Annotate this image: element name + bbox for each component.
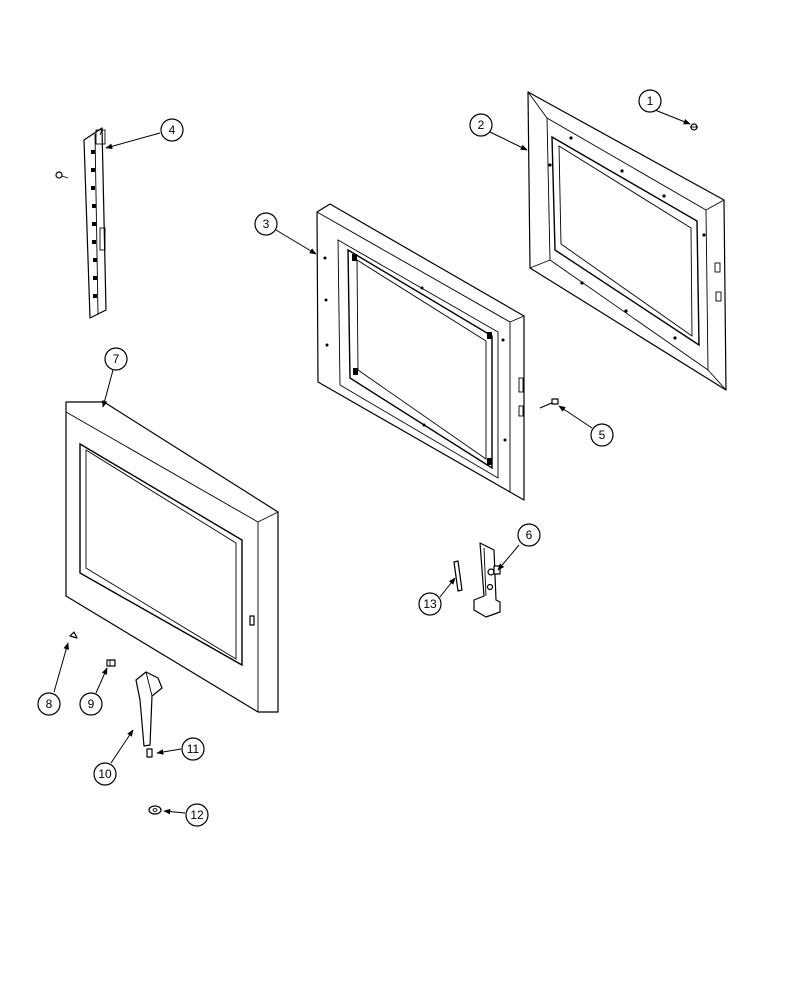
- part-13-spring: [453, 560, 463, 592]
- callout-7-label: 7: [113, 352, 120, 366]
- part-1-screw: [690, 123, 698, 131]
- callout-10-label: 10: [98, 767, 112, 781]
- part-12-washer: [148, 805, 162, 815]
- callout-7: 7: [104, 347, 128, 371]
- leader-6: [497, 544, 520, 571]
- callout-5-label: 5: [599, 428, 606, 442]
- callout-9-label: 9: [88, 697, 95, 711]
- callout-1-label: 1: [647, 94, 654, 108]
- part-6-latch-assembly: [473, 542, 501, 618]
- callout-1: 1: [638, 89, 662, 113]
- leader-lines: [53, 109, 691, 815]
- leader-7: [101, 369, 114, 408]
- leader-12: [163, 808, 186, 815]
- part-9-screw: [106, 659, 116, 667]
- callout-4: 4: [160, 118, 184, 142]
- callout-10: 10: [93, 762, 117, 786]
- callout-3: 3: [254, 212, 278, 236]
- callout-2-label: 2: [478, 118, 485, 132]
- leader-10: [110, 729, 134, 764]
- leader-2: [489, 131, 528, 151]
- callout-8-label: 8: [46, 697, 53, 711]
- leader-3: [275, 229, 317, 255]
- callout-11: 11: [181, 737, 205, 761]
- callout-2: 2: [469, 113, 493, 137]
- part-7-door-panel: [65, 401, 279, 713]
- leader-5: [558, 405, 593, 429]
- part-10-handle: [135, 671, 163, 747]
- callout-4-label: 4: [169, 123, 176, 137]
- part-11-screw: [146, 748, 153, 758]
- part-2-outer-trim-frame: [527, 91, 727, 391]
- leader-11: [156, 748, 182, 755]
- callout-12: 12: [185, 803, 209, 827]
- leader-9: [95, 667, 108, 694]
- leader-4: [105, 132, 161, 150]
- part-3-inner-door-frame: [316, 203, 525, 501]
- callout-9: 9: [79, 692, 103, 716]
- callout-6-label: 6: [526, 528, 533, 542]
- leader-8: [53, 642, 69, 693]
- callout-12-label: 12: [190, 808, 204, 822]
- callout-3-label: 3: [263, 217, 270, 231]
- part-5-pin: [539, 398, 559, 409]
- callout-13: 13: [418, 592, 442, 616]
- callout-13-label: 13: [423, 597, 437, 611]
- callout-5: 5: [590, 423, 614, 447]
- callout-6: 6: [517, 523, 541, 547]
- part-8-nut: [69, 631, 78, 639]
- leader-13: [439, 577, 456, 598]
- screw-near-hinge: [55, 171, 69, 179]
- callout-11-label: 11: [187, 742, 200, 756]
- leader-1: [654, 109, 691, 125]
- part-4-hinge-strip: [83, 127, 107, 319]
- callout-8: 8: [37, 692, 61, 716]
